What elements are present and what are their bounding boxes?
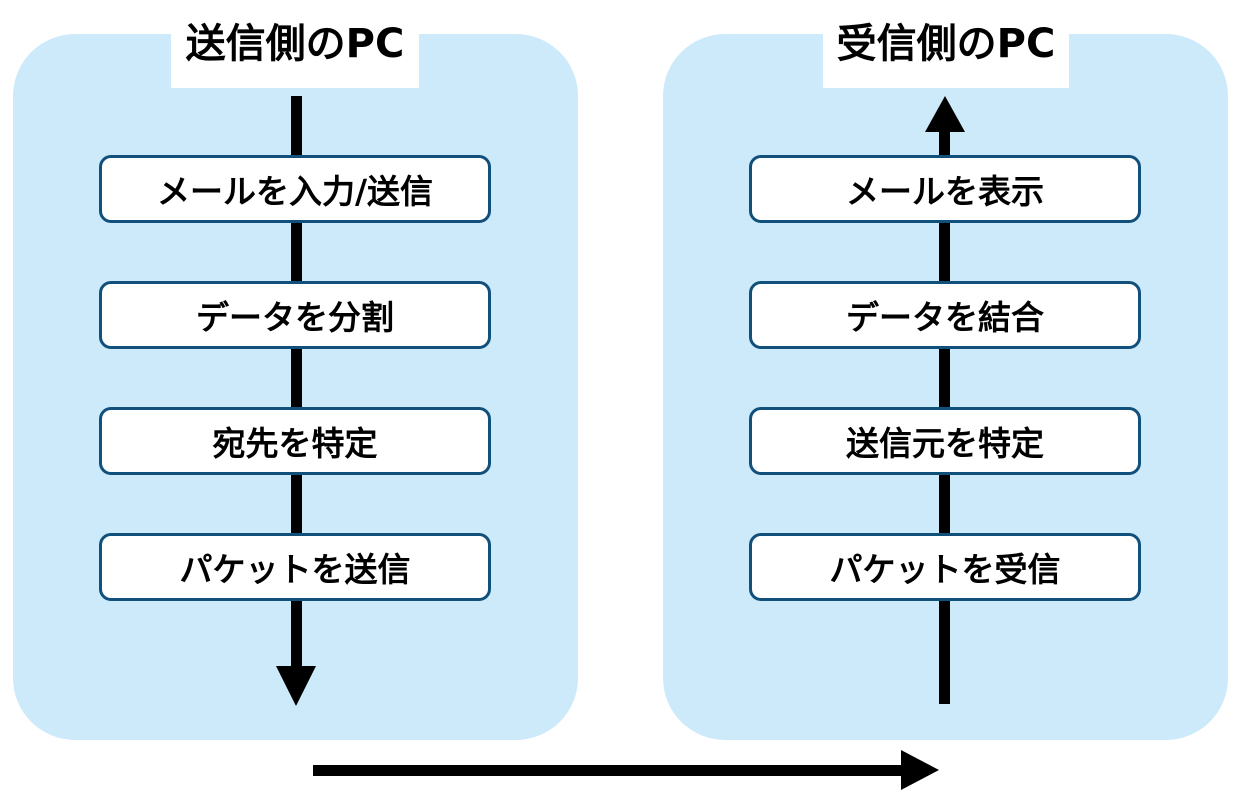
receiver-step-identify-source: 送信元を特定 xyxy=(749,407,1141,475)
receiver-title: 受信側のPC xyxy=(823,8,1069,88)
sender-step-send-packet: パケットを送信 xyxy=(99,533,491,601)
sender-step-identify-destination: 宛先を特定 xyxy=(99,407,491,475)
sender-arrow-down-icon xyxy=(276,666,316,706)
sender-panel: 送信側のPC メールを入力/送信 データを分割 宛先を特定 パケットを送信 xyxy=(13,8,578,740)
sender-step-input-send: メールを入力/送信 xyxy=(99,155,491,223)
receiver-step-receive-packet: パケットを受信 xyxy=(749,533,1141,601)
receiver-step-display-mail: メールを表示 xyxy=(749,155,1141,223)
sender-flow-line xyxy=(291,96,302,686)
receiver-panel: 受信側のPC メールを表示 データを結合 送信元を特定 パケットを受信 xyxy=(663,8,1228,740)
transfer-arrow-right-icon xyxy=(313,750,939,790)
sender-step-split-data: データを分割 xyxy=(99,281,491,349)
sender-title: 送信側のPC xyxy=(171,8,419,88)
receiver-arrow-up-icon xyxy=(925,96,965,132)
receiver-step-combine-data: データを結合 xyxy=(749,281,1141,349)
